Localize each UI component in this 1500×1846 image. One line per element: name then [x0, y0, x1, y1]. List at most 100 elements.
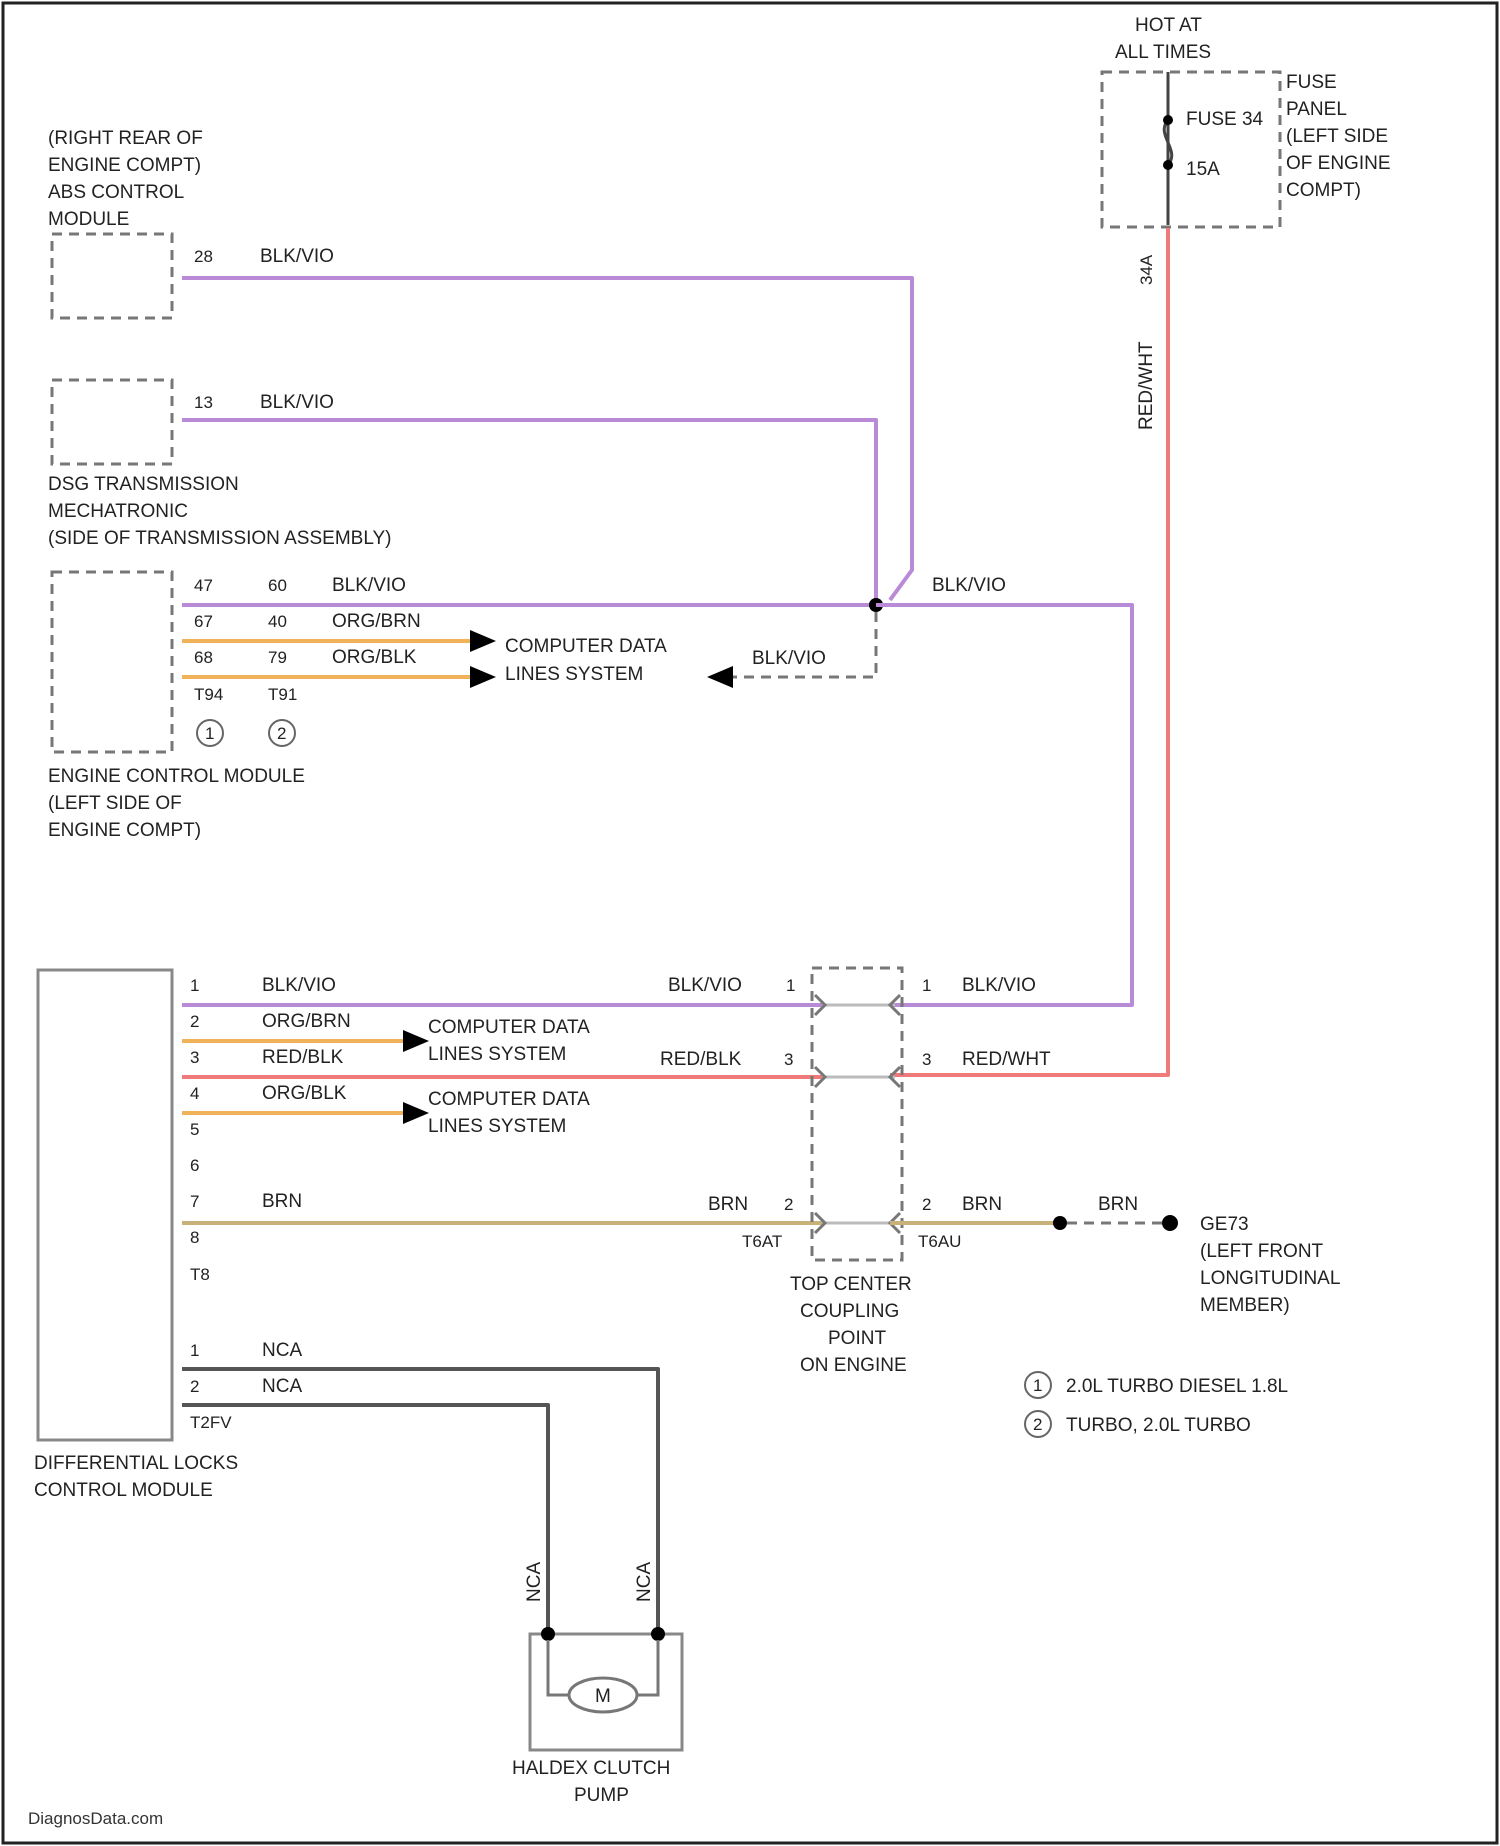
legend-2-number: 2: [1033, 1415, 1042, 1434]
fuse-panel-label-1: FUSE: [1286, 72, 1337, 93]
diff-wire-label-2: ORG/BRN: [262, 1011, 351, 1032]
pump-vertical-label-2: NCA: [634, 1562, 655, 1602]
abs-module-outline: [52, 234, 172, 318]
pump-terminal-2: [651, 1627, 665, 1641]
wire-pump-nca-2: [182, 1405, 548, 1634]
ecm-pin-b-connector: T91: [268, 685, 297, 704]
ground-splice: [1053, 1216, 1067, 1230]
coupling-right-brn-label: BRN: [962, 1194, 1002, 1215]
abs-wire-label: BLK/VIO: [260, 246, 334, 267]
ecm-outline: [52, 572, 172, 752]
diff-label-2: CONTROL MODULE: [34, 1480, 213, 1501]
coupling-right-red-wht-label: RED/WHT: [962, 1049, 1051, 1070]
ecm-label-1: ENGINE CONTROL MODULE: [48, 766, 305, 787]
wire-pump-nca-1: [182, 1369, 658, 1634]
dashed-link-label: BLK/VIO: [752, 648, 826, 669]
legend-2-text: TURBO, 2.0L TURBO: [1066, 1415, 1251, 1436]
diff-pin-7: 7: [190, 1192, 199, 1211]
top-center-coupling-point: TOP CENTER COUPLING POINT ON ENGINE: [790, 968, 912, 1376]
ecm-cdl-arrow-1: [470, 630, 496, 652]
fuse-panel-label-3: (LEFT SIDE: [1286, 126, 1388, 147]
dsg-module-outline: [52, 380, 172, 464]
diff-wire-label-7: BRN: [262, 1191, 302, 1212]
hot-at-all-times-line1: HOT AT: [1135, 15, 1202, 36]
ecm-pin-a-1: 47: [194, 576, 213, 595]
pump-vertical-label-1: NCA: [524, 1562, 545, 1602]
fuse-name: FUSE 34: [1186, 109, 1264, 130]
ecm-pin-a-3: 68: [194, 648, 213, 667]
diff-pin-4: 4: [190, 1084, 199, 1103]
coupling-left-pin-1: 1: [786, 976, 795, 995]
pump-label-1: HALDEX CLUTCH: [512, 1758, 670, 1779]
ground-location-2: LONGITUDINAL: [1200, 1268, 1340, 1289]
ecm-pin-a-connector: T94: [194, 685, 223, 704]
fuse-panel-outline: [1102, 72, 1280, 227]
motor-symbol: M: [595, 1686, 611, 1707]
diff-pump-pin-2: 2: [190, 1377, 199, 1396]
diff-module-outline: [38, 970, 172, 1440]
ground-point-icon: [1162, 1215, 1178, 1231]
ecm-pin-b-2: 40: [268, 612, 287, 631]
coupling-left-pin-2: 2: [784, 1195, 793, 1214]
diff-cdl-1-line1: COMPUTER DATA: [428, 1017, 590, 1038]
coupling-label-1: TOP CENTER: [790, 1274, 912, 1295]
red-wht-vertical-label: RED/WHT: [1136, 341, 1157, 430]
diff-pin-5: 5: [190, 1120, 199, 1139]
diff-pin-connector: T8: [190, 1265, 210, 1284]
dsg-label-2: MECHATRONIC: [48, 501, 188, 522]
pump-terminal-1: [541, 1627, 555, 1641]
coupling-label-2: COUPLING: [800, 1301, 899, 1322]
diff-cdl-arrow-2: [403, 1102, 429, 1124]
coupling-left-brn-label: BRN: [708, 1194, 748, 1215]
fuse-panel-label-5: COMPT): [1286, 180, 1361, 201]
hot-at-all-times-line2: ALL TIMES: [1115, 42, 1211, 63]
ecm-variant-2-number: 2: [277, 724, 286, 743]
diff-pin-8: 8: [190, 1228, 199, 1247]
ecm-label-2: (LEFT SIDE OF: [48, 793, 182, 814]
diff-cdl-1-line2: LINES SYSTEM: [428, 1044, 566, 1065]
fuse-panel-label-2: PANEL: [1286, 99, 1347, 120]
coupling-right-pin-3: 3: [922, 1050, 931, 1069]
diff-pump-connector: T2FV: [190, 1413, 232, 1432]
fuse-terminal-bottom: [1163, 160, 1173, 170]
coupling-left-blk-vio-label: BLK/VIO: [668, 975, 742, 996]
coupling-left-pin-3: 3: [784, 1050, 793, 1069]
coupling-left-red-blk-label: RED/BLK: [660, 1049, 742, 1070]
ground-location-1: (LEFT FRONT: [1200, 1241, 1324, 1262]
diff-pump-pin-1: 1: [190, 1341, 199, 1360]
coupling-outline: [812, 968, 902, 1260]
fuse-pin-34a: 34A: [1137, 254, 1156, 285]
fuse-panel-label-4: OF ENGINE: [1286, 153, 1391, 174]
dsg-label-1: DSG TRANSMISSION: [48, 474, 239, 495]
diff-wire-label-4: ORG/BLK: [262, 1083, 347, 1104]
wire-red-wht-feed: [890, 228, 1168, 1075]
dsg-label-3: (SIDE OF TRANSMISSION ASSEMBLY): [48, 528, 391, 549]
engine-control-module: 47 67 68 T94 60 40 79 T91 1 2 BLK/VIO OR…: [48, 572, 421, 841]
wire-blk-vio-to-coupling: [876, 605, 1132, 1005]
legend-1-text: 2.0L TURBO DIESEL 1.8L: [1066, 1376, 1288, 1397]
pump-wire-label-1: NCA: [262, 1340, 302, 1361]
diff-cdl-2-line1: COMPUTER DATA: [428, 1089, 590, 1110]
dsg-wire-label: BLK/VIO: [260, 392, 334, 413]
diff-wire-label-1: BLK/VIO: [262, 975, 336, 996]
diff-wire-label-3: RED/BLK: [262, 1047, 344, 1068]
coupling-right-connector: T6AU: [918, 1232, 961, 1251]
pump-label-2: PUMP: [574, 1785, 629, 1806]
ecm-pin-a-2: 67: [194, 612, 213, 631]
coupling-label-4: ON ENGINE: [800, 1355, 907, 1376]
abs-pin-28: 28: [194, 247, 213, 266]
abs-label-2: ENGINE COMPT): [48, 155, 201, 176]
dashed-link-arrow: [707, 666, 733, 688]
dsg-pin-13: 13: [194, 393, 213, 412]
pump-wire-label-2: NCA: [262, 1376, 302, 1397]
ecm-variant-1-number: 1: [205, 724, 214, 743]
abs-label-3: ABS CONTROL: [48, 182, 184, 203]
wire-abs-blk-vio: [182, 278, 912, 600]
fuse-panel: HOT AT ALL TIMES FUSE 34 15A FUSE PANEL …: [1102, 15, 1391, 285]
diff-pin-1: 1: [190, 976, 199, 995]
fuse-rating: 15A: [1186, 159, 1220, 180]
ecm-wire-label-1: BLK/VIO: [332, 575, 406, 596]
ecm-cdl-label-1: COMPUTER DATA: [505, 636, 667, 657]
diff-cdl-2-line2: LINES SYSTEM: [428, 1116, 566, 1137]
